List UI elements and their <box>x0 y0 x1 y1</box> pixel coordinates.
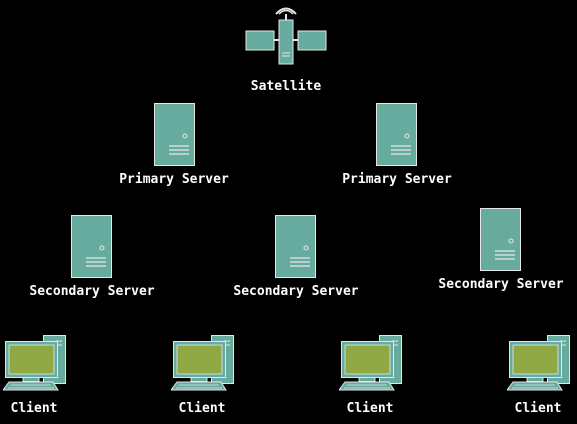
server-icon <box>154 103 195 166</box>
secondary-server-3 <box>480 208 521 271</box>
client-1-label: Client <box>10 401 58 416</box>
secondary-server-1-label: Secondary Server <box>29 284 155 299</box>
server-icon <box>275 215 316 278</box>
primary-server-2-label: Primary Server <box>342 172 452 187</box>
server-icon <box>480 208 521 271</box>
client-3 <box>338 335 403 391</box>
desktop-computer-icon <box>170 335 234 391</box>
primary-server-2 <box>376 103 417 166</box>
primary-server-1-label: Primary Server <box>119 172 229 187</box>
client-4 <box>506 335 571 391</box>
secondary-server-1 <box>71 215 112 278</box>
satellite-node <box>245 2 327 66</box>
client-4-label: Client <box>514 401 562 416</box>
client-1 <box>2 335 67 391</box>
primary-server-1 <box>154 103 195 166</box>
desktop-computer-icon <box>2 335 66 391</box>
satellite-icon <box>245 7 327 65</box>
client-3-label: Client <box>346 401 394 416</box>
desktop-computer-icon <box>338 335 402 391</box>
server-icon <box>376 103 417 166</box>
satellite-label: Satellite <box>250 79 322 94</box>
secondary-server-2-label: Secondary Server <box>233 284 359 299</box>
server-icon <box>71 215 112 278</box>
secondary-server-3-label: Secondary Server <box>438 277 564 292</box>
client-2 <box>170 335 235 391</box>
desktop-computer-icon <box>506 335 570 391</box>
client-2-label: Client <box>178 401 226 416</box>
secondary-server-2 <box>275 215 316 278</box>
